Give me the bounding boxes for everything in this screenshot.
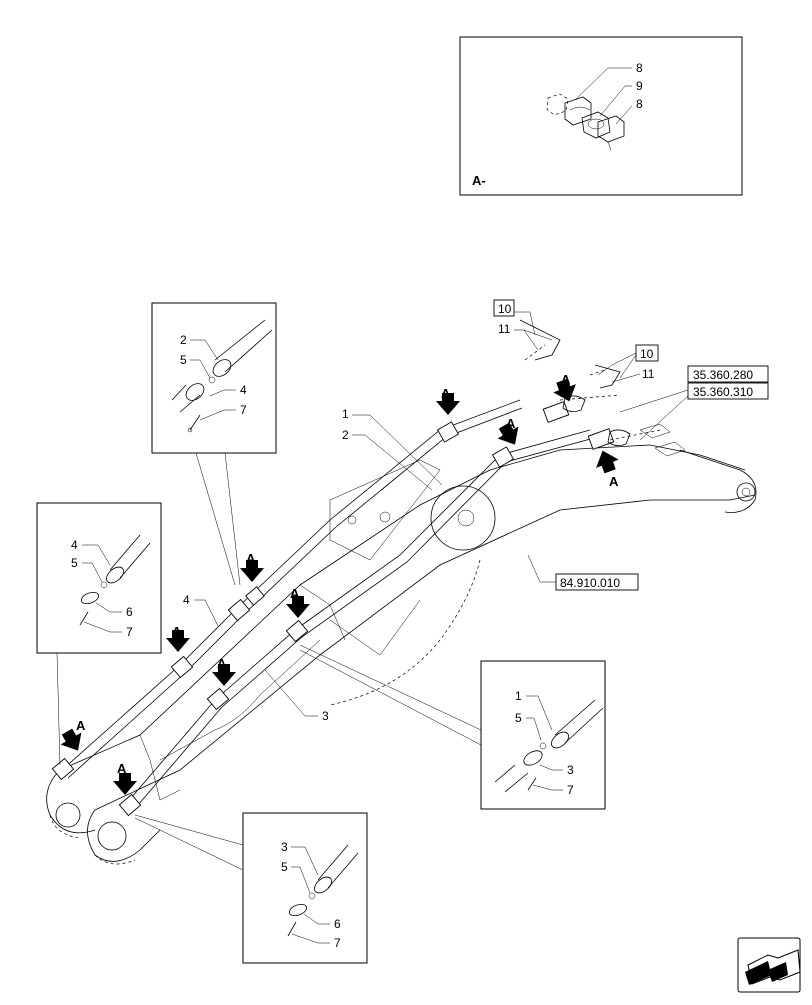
clamp-inset-2: 4 5 6 7	[36, 502, 162, 766]
boom-foot-left	[46, 769, 96, 834]
detail-a-inset: A- 8 9 8	[459, 36, 743, 196]
mount-bracket	[519, 319, 561, 361]
ref-box-35-360-310	[687, 382, 769, 400]
inset-3-part-label: 7	[567, 783, 574, 797]
inset-1-part-label: 7	[240, 403, 247, 417]
view-arrow-label: A	[217, 656, 227, 671]
hydraulic-lines	[51, 319, 686, 817]
inset-4-frame	[242, 812, 368, 964]
inset-1-part-label: 2	[180, 333, 187, 347]
detail-a-part-label: 8	[636, 97, 643, 111]
view-arrow-label: A	[609, 474, 619, 489]
bracket-plate	[329, 459, 441, 561]
inset-2-frame	[36, 502, 162, 654]
boom-nose	[679, 449, 757, 513]
inset-4-part-label: 5	[281, 860, 288, 874]
inset-2-part-label: 5	[71, 556, 78, 570]
inset-2-part-label: 7	[126, 625, 133, 639]
rubber-bushing	[581, 111, 611, 139]
clamp-set	[51, 401, 615, 817]
inset-2-part-label: 6	[126, 605, 133, 619]
inset-4-part-label: 6	[334, 917, 341, 931]
view-arrow-label: A	[246, 551, 256, 566]
detail-a-part-label: 8	[636, 61, 643, 75]
boxed-ten-label: 10	[498, 302, 512, 316]
ref-box-35-360-280	[687, 365, 769, 383]
part-label-4: 4	[183, 593, 190, 607]
inset-1-part-label: 5	[180, 353, 187, 367]
view-arrow-label: A	[506, 416, 516, 431]
boom-upper-edge	[59, 444, 746, 771]
part-label-3: 3	[322, 709, 329, 723]
detail-a-title: A-	[472, 173, 486, 188]
ref-box-label: 84.910.010	[560, 576, 620, 590]
view-arrows: A A A A A A A A A	[60, 372, 619, 795]
boxed-ten-label: 10	[640, 347, 654, 361]
part-label-11: 11	[498, 322, 511, 336]
part-label-1: 1	[342, 407, 349, 421]
boom-assembly	[46, 444, 757, 865]
clamp-half-lower	[597, 115, 625, 143]
detail-a-frame	[459, 36, 743, 196]
main-callouts: 1 2 4 3 10 11 10 11 35.360.280 35.360.31…	[183, 299, 769, 723]
ref-box-label: 35.360.310	[693, 385, 753, 399]
view-arrow-label: A	[76, 718, 86, 733]
view-arrow-label: A	[117, 761, 127, 776]
boom-lower-edge	[94, 494, 756, 811]
ref-box-label: 35.360.280	[693, 368, 753, 382]
view-arrow-label: A	[561, 372, 571, 387]
foot-pin-left	[55, 802, 81, 828]
clamp-inset-1: 2 5 4 7	[151, 302, 277, 586]
inset-4-part-label: 7	[334, 936, 341, 950]
cylinder-boss	[430, 485, 496, 551]
clamp-inset-3: 1 5 3 7	[299, 644, 606, 810]
swivel-fitting	[607, 429, 631, 446]
clamp-inset-4: 3 5 6 7	[134, 812, 368, 964]
line-lower-a	[124, 429, 591, 806]
bolt-dashed	[546, 93, 569, 116]
inset-3-part-label: 1	[515, 689, 522, 703]
foot-pin-right	[97, 821, 127, 851]
nose-pin	[736, 482, 756, 502]
next-page-icon[interactable]	[737, 937, 801, 993]
boxed-ten-a	[493, 299, 515, 317]
inset-4-part-label: 3	[281, 840, 288, 854]
view-arrow-label: A	[290, 586, 300, 601]
view-arrow-label: A	[441, 386, 451, 401]
detail-a-part-label: 9	[636, 79, 643, 93]
inset-3-frame	[480, 660, 606, 810]
inset-3-part-label: 5	[515, 711, 522, 725]
part-label-2: 2	[342, 428, 349, 442]
inset-1-part-label: 4	[240, 383, 247, 397]
inset-2-part-label: 4	[71, 538, 78, 552]
clamp-half-upper	[564, 96, 592, 126]
part-label-11: 11	[642, 367, 655, 381]
inset-3-part-label: 3	[567, 763, 574, 777]
view-arrow-label: A	[172, 624, 182, 639]
